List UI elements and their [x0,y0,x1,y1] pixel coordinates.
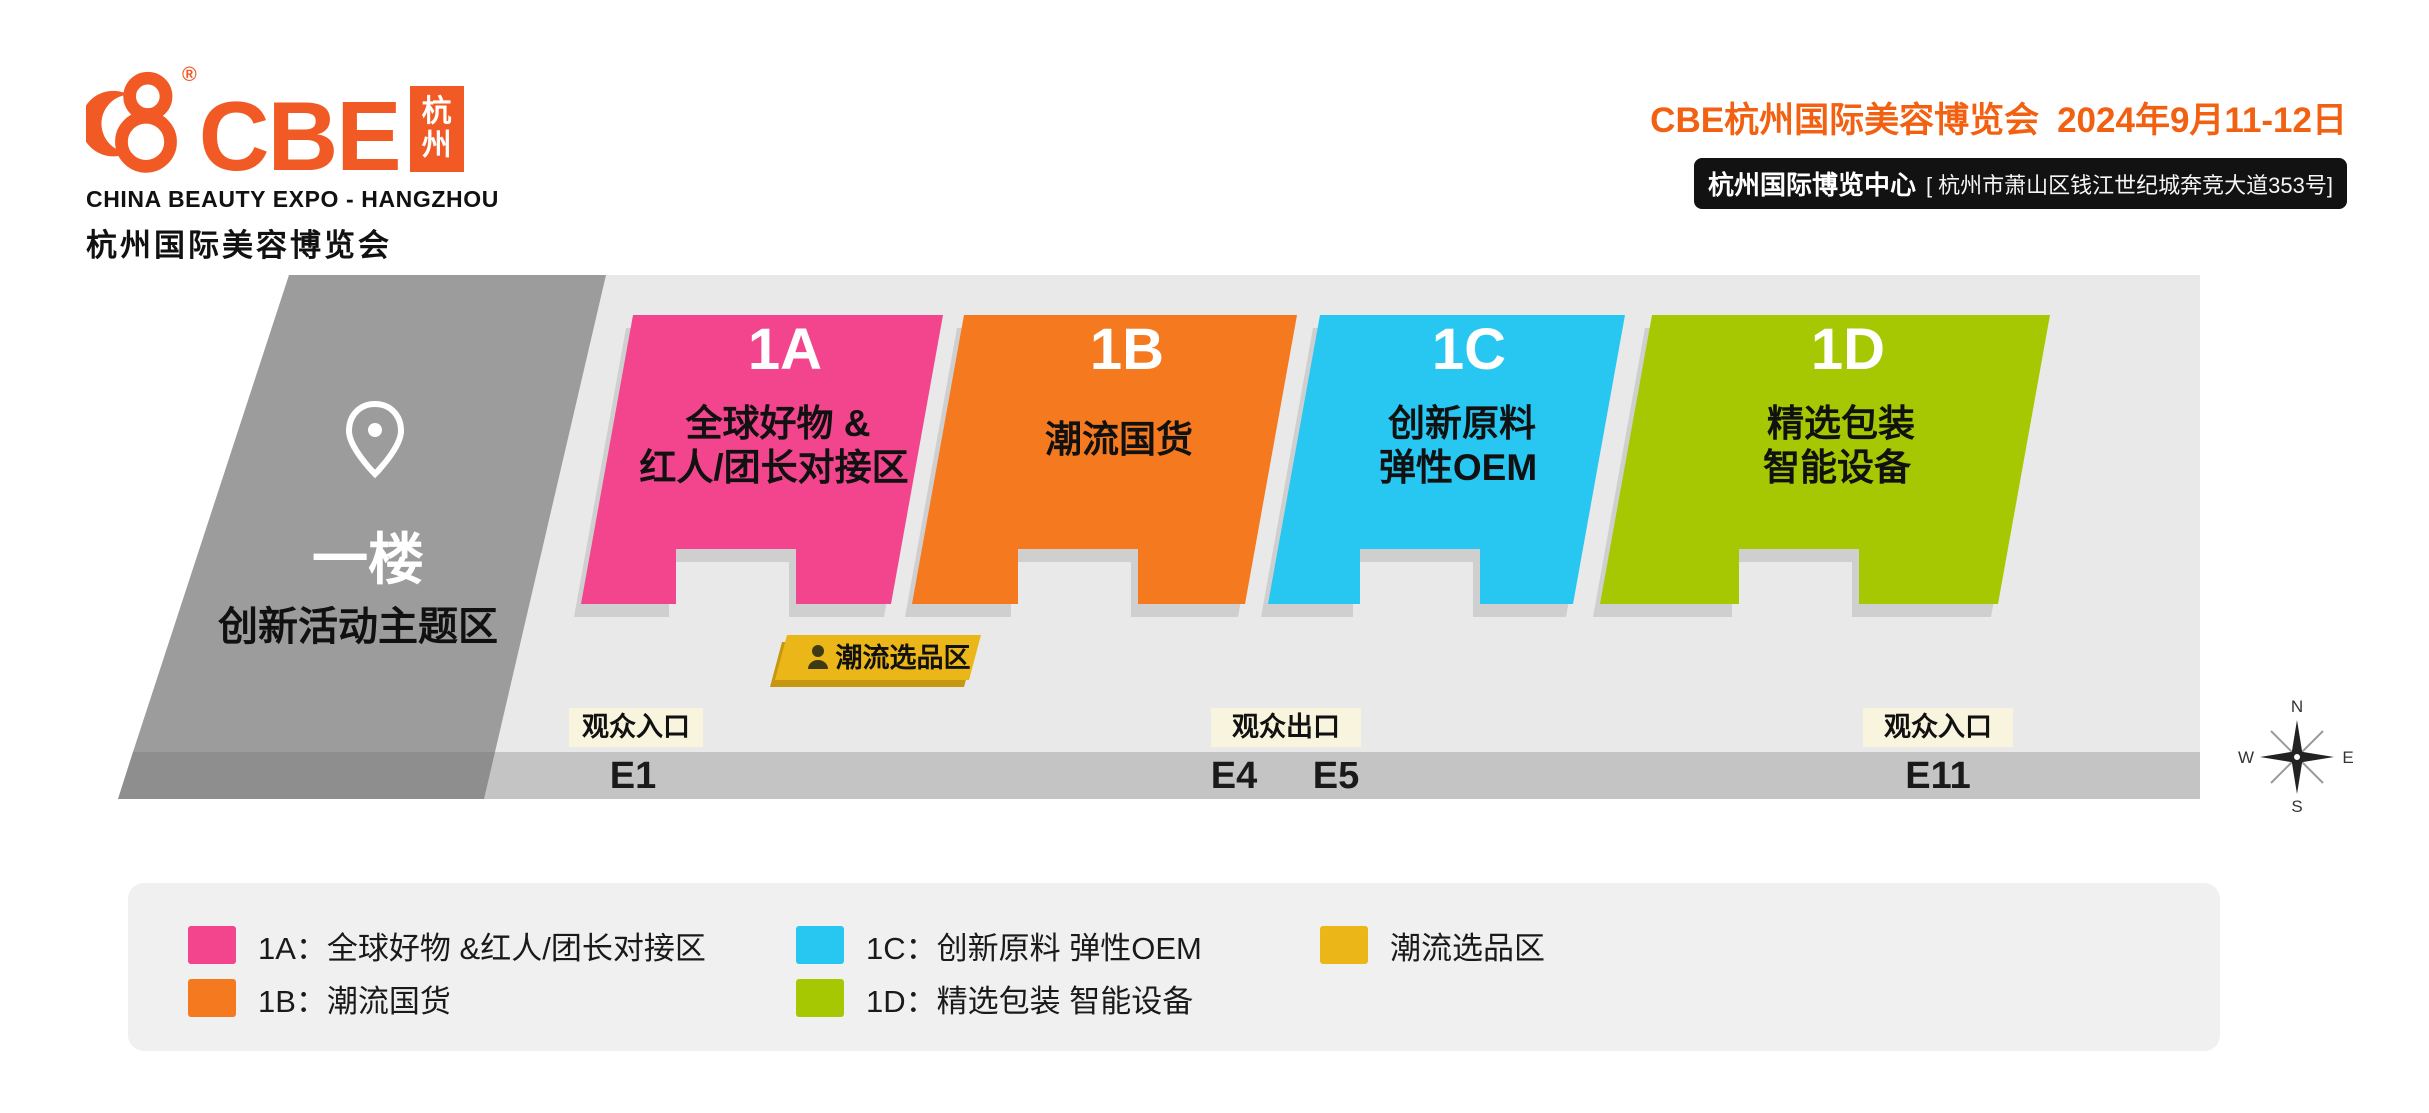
legend-label-1b: 1B：潮流国货 [258,983,451,1019]
legend-swatch-1c [796,926,844,964]
venue-address: [ 杭州市萧山区钱江世纪城奔竞大道353号] [1925,172,2333,198]
hall-1a-line2: 红人/团长对接区 [639,447,908,488]
logo-subtitle-cn: 杭州国际美容博览会 [86,228,392,263]
venue-badge: 杭州国际博览中心 [ 杭州市萧山区钱江世纪城奔竞大道353号] [1693,158,2347,209]
hall-1a-line1: 全球好物 & [685,402,871,444]
hall-1b-line1: 潮流国货 [1045,419,1193,460]
entrance-1-label: 观众入口 [582,712,690,742]
hall-1c-line1: 创新原料 [1387,403,1536,444]
entrance-2: 观众入口 [1863,708,2013,747]
hall-1d-line2: 智能设备 [1763,447,1912,488]
logo-subtitle-en: CHINA BEAUTY EXPO - HANGZHOU [86,186,499,212]
legend-label-1a: 1A：全球好物 &红人/团长对接区 [258,930,706,966]
legend-swatch-selection [1320,926,1368,964]
legend-item-selection: 潮流选品区 [1320,925,1545,966]
walkway-strip [118,752,2200,799]
shopper-icon [808,645,828,669]
hall-1b-id: 1B [1090,317,1164,382]
location-pin-icon [345,400,405,479]
selection-zone-tag: 潮流选品区 [770,635,981,687]
legend-item-1c: 1C：创新原料 弹性OEM [796,925,1202,966]
compass-e: E [2342,748,2353,767]
legend: 1A：全球好物 &红人/团长对接区 1B：潮流国货 1C：创新原料 弹性OEM … [128,883,2220,1051]
hall-1c-shape [1268,315,1625,604]
legend-label-selection: 潮流选品区 [1390,930,1545,966]
header-right: CBE杭州国际美容博览会 2024年9月11-12日 杭州国际博览中心 [ 杭州… [1650,92,2347,209]
event-line: CBE杭州国际美容博览会 2024年9月11-12日 [1650,92,2347,143]
venue-name: 杭州国际博览中心 [1707,170,1916,200]
city-char-1: 杭 [421,94,452,128]
gate-e11: E11 [1905,755,1971,797]
hall-1c-id: 1C [1432,317,1506,382]
cbe-logo-mark-icon [86,71,177,173]
exit-1: 观众出口 [1211,708,1361,747]
gate-e4: E4 [1211,755,1257,797]
entrance-2-label: 观众入口 [1884,712,1992,742]
hall-1c-line2: 弹性OEM [1379,447,1537,488]
event-date: 2024年9月11-12日 [2057,101,2347,140]
legend-item-1d: 1D：精选包装 智能设备 [796,978,1194,1019]
compass-s: S [2291,797,2302,812]
legend-item-1b: 1B：潮流国货 [188,978,451,1019]
event-title: CBE杭州国际美容博览会 [1650,101,2040,140]
hall-1b-shape [912,315,1297,604]
city-char-2: 州 [421,129,452,162]
exit-1-label: 观众出口 [1232,712,1340,742]
hall-1d-id: 1D [1811,317,1885,382]
floor-map: 1A 全球好物 & 红人/团长对接区 1B 潮流国货 1C 创新原料 弹性OEM… [118,275,2354,812]
legend-item-1a: 1A：全球好物 &红人/团长对接区 [188,925,706,966]
registered-mark: ® [182,64,197,86]
compass-w: W [2238,748,2254,767]
floor-label: 一楼 [312,528,424,591]
gate-e5: E5 [1313,755,1359,797]
first-floor-zone-base [118,752,495,799]
city-box: 杭 州 [409,86,464,172]
cbe-logo: ® CBE 杭 州 CHINA BEAUTY EXPO - HANGZHOU 杭… [86,64,499,265]
legend-label-1d: 1D：精选包装 智能设备 [866,983,1194,1019]
compass-icon: N S W E [2238,697,2354,812]
cbe-logo-row: ® CBE 杭 州 [86,64,499,191]
hall-1d-shape [1600,315,2050,604]
legend-swatch-1a [188,926,236,964]
brand-text: CBE [198,80,402,191]
hall-1a-shape [581,315,943,604]
entrance-1: 观众入口 [569,708,703,747]
legend-label-1c: 1C：创新原料 弹性OEM [866,930,1202,966]
gate-e1: E1 [610,755,656,797]
legend-swatch-1d [796,979,844,1017]
selection-zone-label: 潮流选品区 [836,643,971,673]
legend-swatch-1b [188,979,236,1017]
hall-1a-id: 1A [748,317,822,382]
compass-n: N [2291,697,2303,716]
hall-1d-line1: 精选包装 [1767,403,1915,444]
first-floor-zone [133,275,606,752]
zone-label: 创新活动主题区 [218,605,498,649]
